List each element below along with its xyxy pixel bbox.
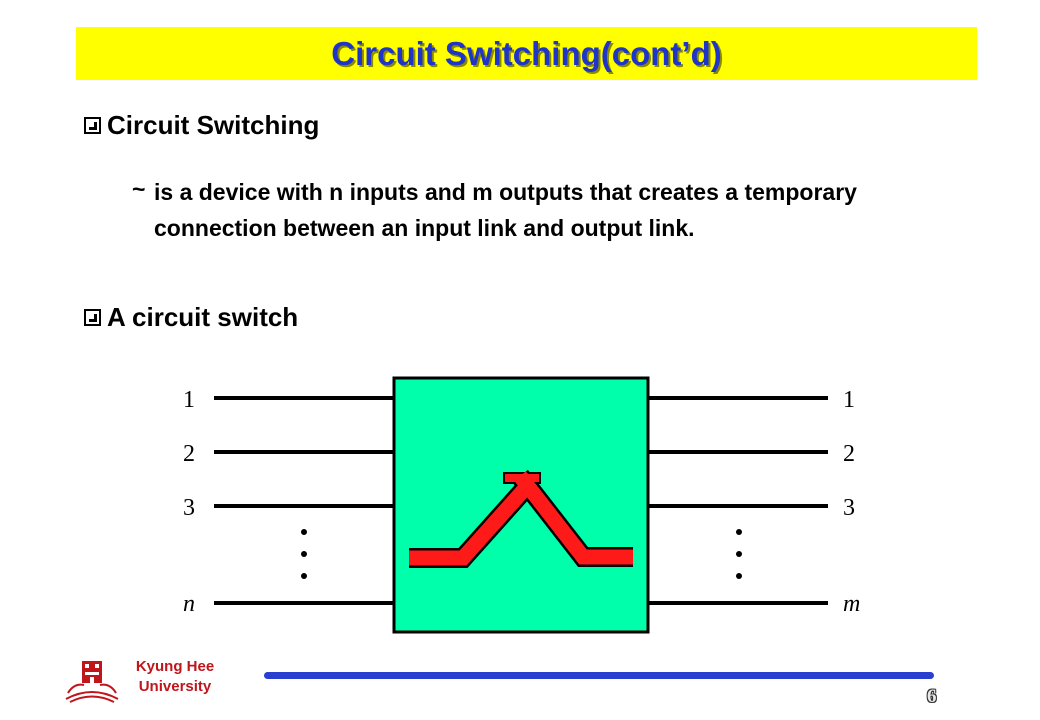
connection-path — [409, 469, 633, 568]
university-name: Kyung Hee University — [120, 657, 230, 697]
university-name-line1: Kyung Hee — [135, 658, 215, 675]
output-label-m: m — [843, 591, 860, 617]
input-label-n: n — [183, 591, 195, 617]
footer-divider — [264, 672, 934, 679]
checkbox-bullet-icon — [84, 117, 101, 134]
bullet-a-circuit-switch: A circuit switch — [84, 302, 298, 333]
output-label-3: 3 — [843, 495, 855, 521]
checkbox-bullet-icon — [84, 309, 101, 326]
output-label-1: 1 — [843, 387, 855, 413]
input-lines — [214, 396, 393, 605]
university-logo-icon — [65, 661, 119, 703]
output-lines — [648, 396, 828, 605]
output-ellipsis — [736, 529, 742, 579]
output-label-2: 2 — [843, 441, 855, 467]
title-bar: Circuit Switching(cont’d) — [76, 27, 977, 80]
tilde-marker: ~ — [132, 176, 146, 202]
bullet-circuit-switching: Circuit Switching — [84, 110, 319, 141]
definition-text: is a device with n inputs and m outputs … — [154, 179, 857, 241]
university-name-line2: University — [138, 678, 212, 695]
input-label-2: 2 — [183, 441, 195, 467]
page-number: 6 — [927, 686, 937, 707]
slide-title: Circuit Switching(cont’d) — [331, 34, 722, 72]
input-label-3: 3 — [183, 495, 195, 521]
bullet-text: A circuit switch — [107, 302, 299, 332]
bullet-text: Circuit Switching — [107, 110, 320, 140]
input-label-1: 1 — [183, 387, 195, 413]
input-ellipsis — [301, 529, 307, 579]
